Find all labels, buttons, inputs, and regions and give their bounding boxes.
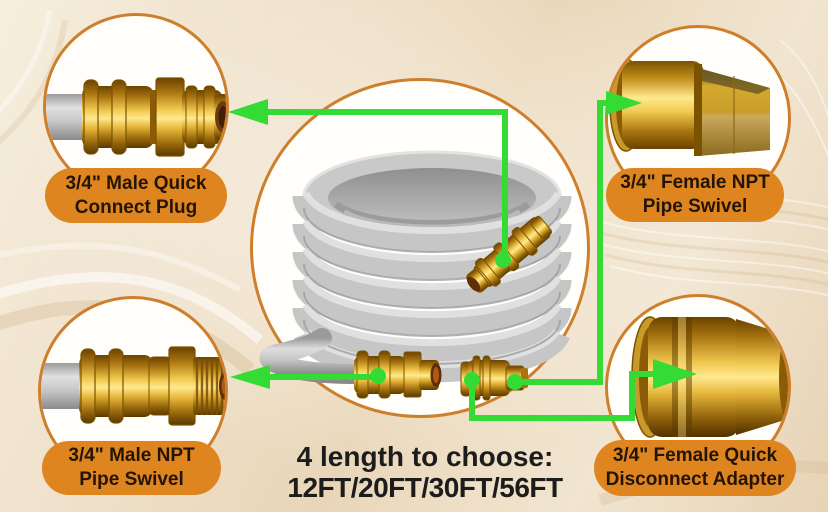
label-female-npt-swivel: 3/4" Female NPT Pipe Swivel (606, 168, 784, 222)
male-npt-swivel-image (41, 346, 225, 426)
label-line: 3/4" Male Quick (65, 172, 207, 194)
male-quick-connect-plug-image (46, 77, 226, 157)
length-options-caption: 4 length to choose: 12FT/20FT/30FT/56FT (229, 441, 621, 503)
label-line: 3/4" Female Quick (612, 445, 778, 466)
label-line: 3/4" Female NPT (620, 172, 770, 193)
hose-circle (250, 78, 590, 418)
label-line: 3/4" Male NPT (68, 445, 195, 466)
label-female-quick-disconnect: 3/4" Female Quick Disconnect Adapter (594, 440, 796, 496)
caption-line2: 12FT/20FT/30FT/56FT (287, 472, 563, 503)
label-male-quick-connect-plug: 3/4" Male Quick Connect Plug (45, 168, 227, 223)
label-line: Connect Plug (74, 196, 198, 218)
female-npt-swivel-image (609, 58, 770, 156)
label-male-npt-swivel: 3/4" Male NPT Pipe Swivel (42, 441, 221, 495)
label-line: Pipe Swivel (79, 469, 184, 490)
caption-line1: 4 length to choose: (296, 441, 554, 472)
label-line: Pipe Swivel (642, 196, 748, 217)
label-line: Disconnect Adapter (605, 469, 785, 490)
